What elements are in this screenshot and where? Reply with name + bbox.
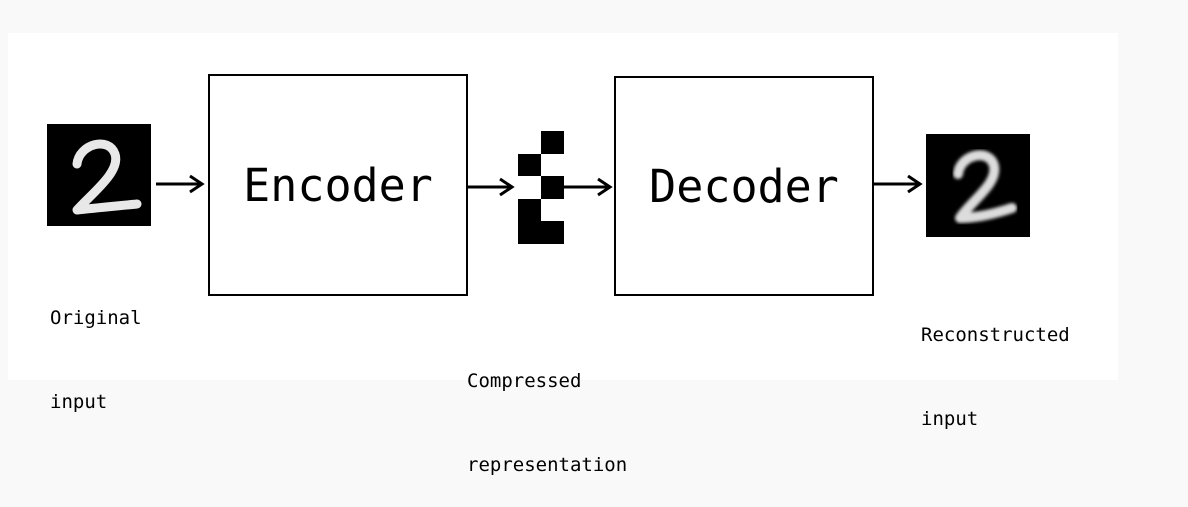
original-digit-image xyxy=(47,124,151,226)
reconstructed-digit-image xyxy=(926,134,1030,237)
encoder-label: Encoder xyxy=(243,158,433,212)
compressed-representation-label: Compressed representation xyxy=(467,370,628,476)
arrow-right-icon xyxy=(564,177,613,197)
arrow-right-icon xyxy=(468,177,515,197)
arrow-to-decoder xyxy=(564,177,616,197)
arrow-right-icon xyxy=(874,174,923,194)
code-cell xyxy=(518,131,541,154)
digit-two-icon xyxy=(953,150,1017,223)
code-cell xyxy=(518,176,541,199)
reconstructed-input-label: Reconstructed input xyxy=(921,324,1070,430)
digit-two-icon xyxy=(72,139,142,215)
arrow-to-code xyxy=(468,177,518,197)
code-cell xyxy=(541,153,564,177)
original-input-label: Original input xyxy=(50,307,142,413)
compressed-code-grid xyxy=(518,131,564,244)
arrow-to-encoder xyxy=(156,174,208,194)
decoder-block: Decoder xyxy=(614,76,874,296)
arrow-to-output xyxy=(874,174,926,194)
arrow-right-icon xyxy=(156,174,205,194)
code-cell xyxy=(541,198,564,222)
encoder-block: Encoder xyxy=(208,74,468,296)
decoder-label: Decoder xyxy=(649,159,839,213)
